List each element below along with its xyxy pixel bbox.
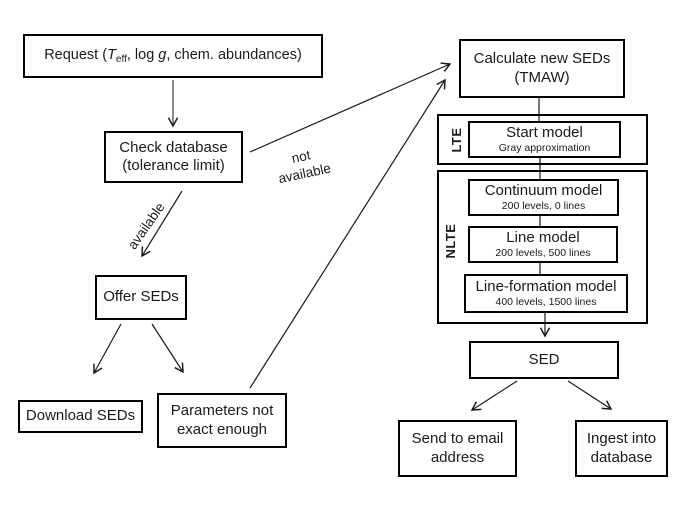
continuum-model-title: Continuum model bbox=[484, 181, 603, 199]
calculate-line1: Calculate new SEDs bbox=[473, 50, 611, 68]
arrow-offer-to-download bbox=[93, 323, 122, 375]
parameters-line1: Parameters not bbox=[170, 402, 274, 420]
check-database-line2: (tolerance limit) bbox=[122, 157, 225, 174]
check-database-line1: Check database bbox=[119, 138, 228, 156]
calculate-line2: (TMAW) bbox=[514, 68, 570, 86]
start-model-node: Start model Gray approximation bbox=[468, 121, 621, 158]
send-email-line1: Send to email bbox=[411, 430, 504, 448]
continuum-model-subtitle: 200 levels, 0 lines bbox=[501, 200, 586, 213]
start-model-subtitle: Gray approximation bbox=[498, 142, 591, 155]
arrow-offer-to-params bbox=[151, 323, 184, 374]
continuum-model-node: Continuum model 200 levels, 0 lines bbox=[468, 179, 619, 216]
arrow-sed-to-ingest bbox=[567, 380, 613, 410]
check-database-node: Check database (tolerance limit) bbox=[104, 131, 243, 183]
ingest-line2: database bbox=[590, 448, 653, 466]
sed-node: SED bbox=[469, 341, 619, 379]
nlte-group-label: NLTE bbox=[442, 223, 458, 259]
arrow-check-to-offer-available bbox=[141, 190, 183, 258]
ingest-into-database-node: Ingest into database bbox=[575, 420, 668, 477]
arrow-check-to-calculate-not-available bbox=[249, 62, 452, 153]
line-model-title: Line model bbox=[506, 228, 580, 246]
offer-seds-label: Offer SEDs bbox=[103, 288, 179, 306]
line-model-subtitle: 200 levels, 500 lines bbox=[495, 247, 591, 260]
parameters-line2: exact enough bbox=[176, 420, 268, 438]
send-to-email-node: Send to email address bbox=[398, 420, 517, 477]
parameters-not-exact-node: Parameters not exact enough bbox=[157, 393, 287, 448]
request-node: Request (Teff, log g, chem. abundances) bbox=[23, 34, 323, 78]
line-formation-title: Line-formation model bbox=[475, 277, 617, 295]
ingest-line1: Ingest into bbox=[586, 430, 657, 448]
arrow-sed-to-email bbox=[470, 380, 518, 411]
nlte-group bbox=[437, 170, 648, 324]
lte-group-label: LTE bbox=[448, 127, 464, 153]
lte-group bbox=[437, 114, 648, 165]
download-seds-node: Download SEDs bbox=[18, 400, 143, 433]
line-formation-model-node: Line-formation model 400 levels, 1500 li… bbox=[464, 274, 628, 313]
line-model-node: Line model 200 levels, 500 lines bbox=[468, 226, 618, 263]
send-email-line2: address bbox=[430, 448, 485, 466]
line-formation-subtitle: 400 levels, 1500 lines bbox=[495, 296, 597, 309]
request-label: Request (Teff, log g, chem. abundances) bbox=[44, 47, 302, 66]
arrow-params-to-calculate bbox=[249, 78, 446, 389]
start-model-title: Start model bbox=[506, 123, 583, 141]
download-seds-label: Download SEDs bbox=[25, 407, 136, 425]
sed-label: SED bbox=[528, 350, 560, 368]
offer-seds-node: Offer SEDs bbox=[95, 275, 187, 320]
calculate-new-seds-node: Calculate new SEDs (TMAW) bbox=[459, 39, 625, 98]
